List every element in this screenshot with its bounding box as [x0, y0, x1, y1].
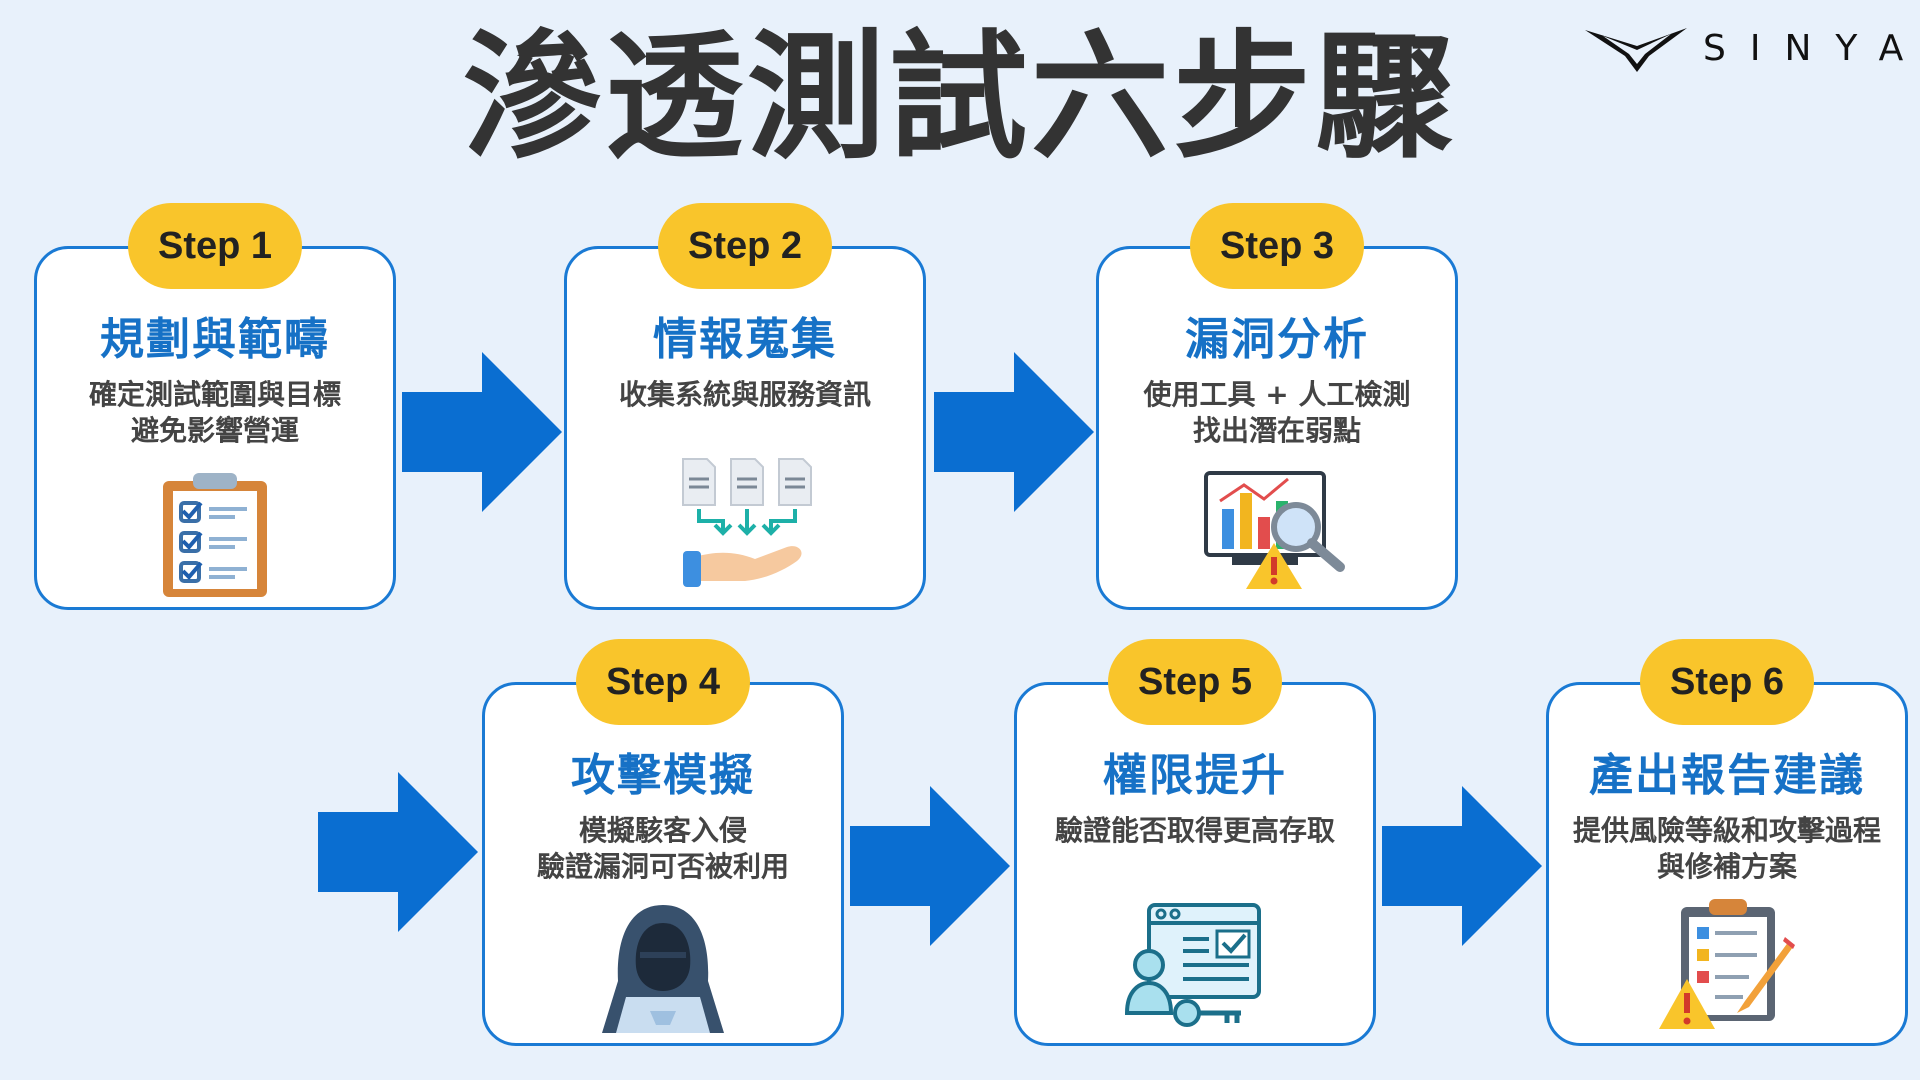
user-key-access-icon	[1125, 903, 1261, 1027]
report-clipboard-warning-icon	[1659, 899, 1795, 1029]
step-card-6: Step 6 產出報告建議 提供風險等級和攻擊過程 與修補方案	[1546, 639, 1908, 1046]
step-title: 情報蒐集	[653, 314, 837, 365]
step-description-line: 模擬駭客入侵	[578, 814, 747, 847]
hooded-hacker-icon	[602, 905, 724, 1033]
step-badge: Step 5	[1108, 639, 1282, 725]
arrow-right-icon	[318, 772, 478, 932]
step-description-line: 驗證能否取得更高存取	[1054, 814, 1335, 847]
step-title: 規劃與範疇	[100, 314, 330, 365]
step-description-line: 找出潛在弱點	[1192, 414, 1361, 447]
step-card-1: Step 1 規劃與範疇 確定測試範圍與目標 避免影響營運	[34, 203, 396, 610]
arrow-right-icon	[402, 352, 562, 512]
step-badge: Step 2	[658, 203, 832, 289]
step-card-2: Step 2 情報蒐集 收集系統與服務資訊	[564, 203, 926, 610]
page-title: 滲透測試六步驟	[462, 17, 1457, 178]
step-description: 提供風險等級和攻擊過程 與修補方案	[1549, 813, 1905, 885]
step-badge: Step 6	[1640, 639, 1814, 725]
step-badge: Step 3	[1190, 203, 1364, 289]
step-title: 權限提升	[1103, 750, 1287, 801]
step-description: 使用工具 + 人工檢測 找出潛在弱點	[1099, 377, 1455, 449]
step-title: 漏洞分析	[1185, 314, 1369, 365]
step-badge: Step 1	[128, 203, 302, 289]
step-card-3: Step 3 漏洞分析 使用工具 + 人工檢測 找出潛在弱點	[1096, 203, 1458, 610]
step-description-line: 避免影響營運	[130, 414, 299, 447]
step-description: 收集系統與服務資訊	[567, 377, 923, 413]
step-description-line: 使用工具 + 人工檢測	[1143, 378, 1411, 411]
step-description-line: 提供風險等級和攻擊過程	[1572, 814, 1881, 847]
step-description: 驗證能否取得更高存取	[1017, 813, 1373, 849]
step-description: 確定測試範圍與目標 避免影響營運	[37, 377, 393, 449]
step-badge: Step 4	[576, 639, 750, 725]
arrow-right-icon	[850, 786, 1010, 946]
brand-logo: SINYA	[1583, 26, 1903, 76]
step-description-line: 收集系統與服務資訊	[618, 378, 871, 411]
chart-magnifier-warning-icon	[1204, 471, 1345, 589]
arrow-right-icon	[1382, 786, 1542, 946]
step-card-4: Step 4 攻擊模擬 模擬駭客入侵 驗證漏洞可否被利用	[482, 639, 844, 1046]
step-title: 產出報告建議	[1589, 750, 1865, 801]
step-card-5: Step 5 權限提升 驗證能否取得更高存取	[1014, 639, 1376, 1046]
documents-to-hand-icon	[682, 458, 812, 587]
arrow-right-icon	[934, 352, 1094, 512]
sinya-wing-icon	[1585, 28, 1687, 72]
step-description: 模擬駭客入侵 驗證漏洞可否被利用	[485, 813, 841, 885]
clipboard-checklist-icon	[163, 473, 267, 597]
step-description-line: 與修補方案	[1656, 850, 1797, 883]
step-title: 攻擊模擬	[571, 750, 755, 801]
brand-name: SINYA	[1703, 28, 1920, 69]
step-description-line: 確定測試範圍與目標	[88, 378, 341, 411]
step-description-line: 驗證漏洞可否被利用	[536, 850, 789, 883]
